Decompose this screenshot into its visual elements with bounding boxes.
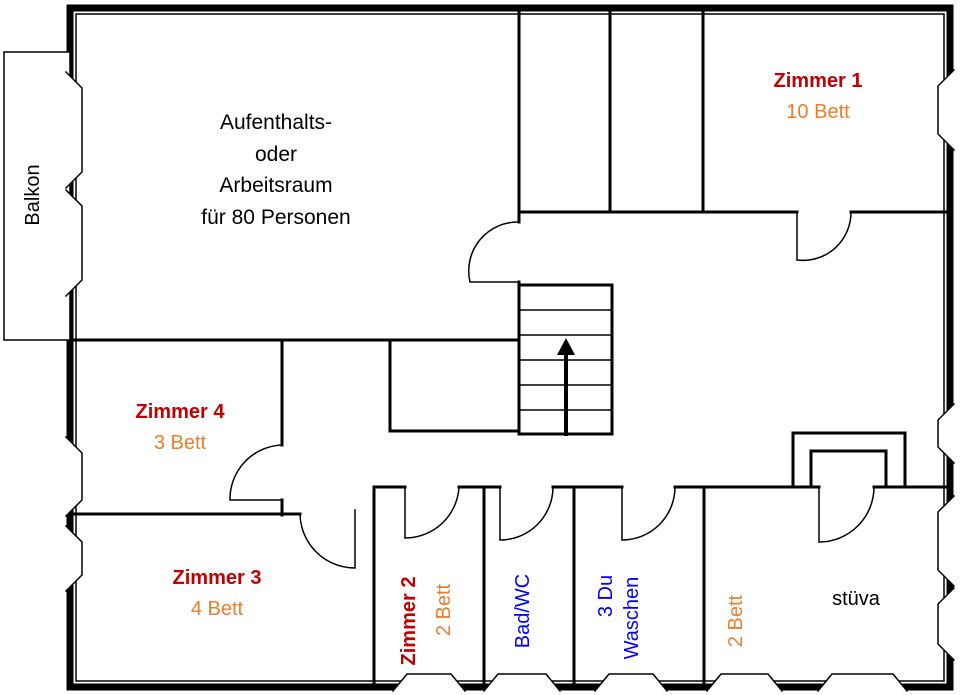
door-common bbox=[467, 221, 520, 283]
door-zimmer1 bbox=[796, 211, 852, 262]
zimmer4-beds: 3 Bett bbox=[153, 432, 207, 454]
door-zimmer4 bbox=[229, 444, 283, 501]
door-zimmer3 bbox=[299, 509, 356, 569]
common-room-line3: Arbeitsraum bbox=[219, 174, 333, 197]
door-bad bbox=[499, 486, 554, 541]
zimmer3-name: Zimmer 3 bbox=[172, 567, 262, 589]
bad-wc-label: Bad/WC bbox=[512, 573, 534, 649]
zimmer2-beds: 2 Bett bbox=[433, 583, 455, 637]
stair-arrow-head bbox=[557, 338, 575, 355]
zimmer4-label: Zimmer 4 3 Bett bbox=[110, 399, 250, 456]
windows-bottom bbox=[391, 673, 909, 693]
door-waschen bbox=[621, 486, 676, 541]
zimmer1-beds: 10 Bett bbox=[786, 101, 850, 123]
zimmer3-beds: 4 Bett bbox=[190, 598, 244, 620]
common-room-line2: oder bbox=[254, 142, 298, 166]
stuva-beds: 2 Bett bbox=[725, 594, 747, 648]
common-room-line4: für 80 Personen bbox=[201, 205, 351, 229]
door-zimmer2 bbox=[404, 486, 460, 539]
stuva-label: stüva bbox=[832, 588, 880, 610]
zimmer2-name: Zimmer 2 bbox=[398, 576, 420, 666]
balcony bbox=[3, 51, 71, 341]
door-stuva bbox=[818, 486, 875, 543]
windows-right bbox=[937, 68, 956, 662]
zimmer1-label: Zimmer 1 10 Bett bbox=[748, 68, 888, 125]
zimmer1-name: Zimmer 1 bbox=[773, 70, 863, 92]
waschen-line2: Waschen bbox=[621, 576, 643, 660]
doors bbox=[229, 211, 875, 569]
interior-walls bbox=[72, 10, 948, 685]
common-room-label: Aufenthalts- oder Arbeitsraum für 80 Per… bbox=[176, 107, 376, 233]
balcony-label: Balkon bbox=[22, 164, 44, 226]
zimmer4-name: Zimmer 4 bbox=[135, 401, 225, 423]
waschen-line1: 3 Du bbox=[595, 574, 617, 618]
common-room-line1: Aufenthalts- bbox=[219, 111, 333, 134]
windows-left bbox=[64, 70, 83, 593]
zimmer3-label: Zimmer 3 4 Bett bbox=[147, 565, 287, 622]
